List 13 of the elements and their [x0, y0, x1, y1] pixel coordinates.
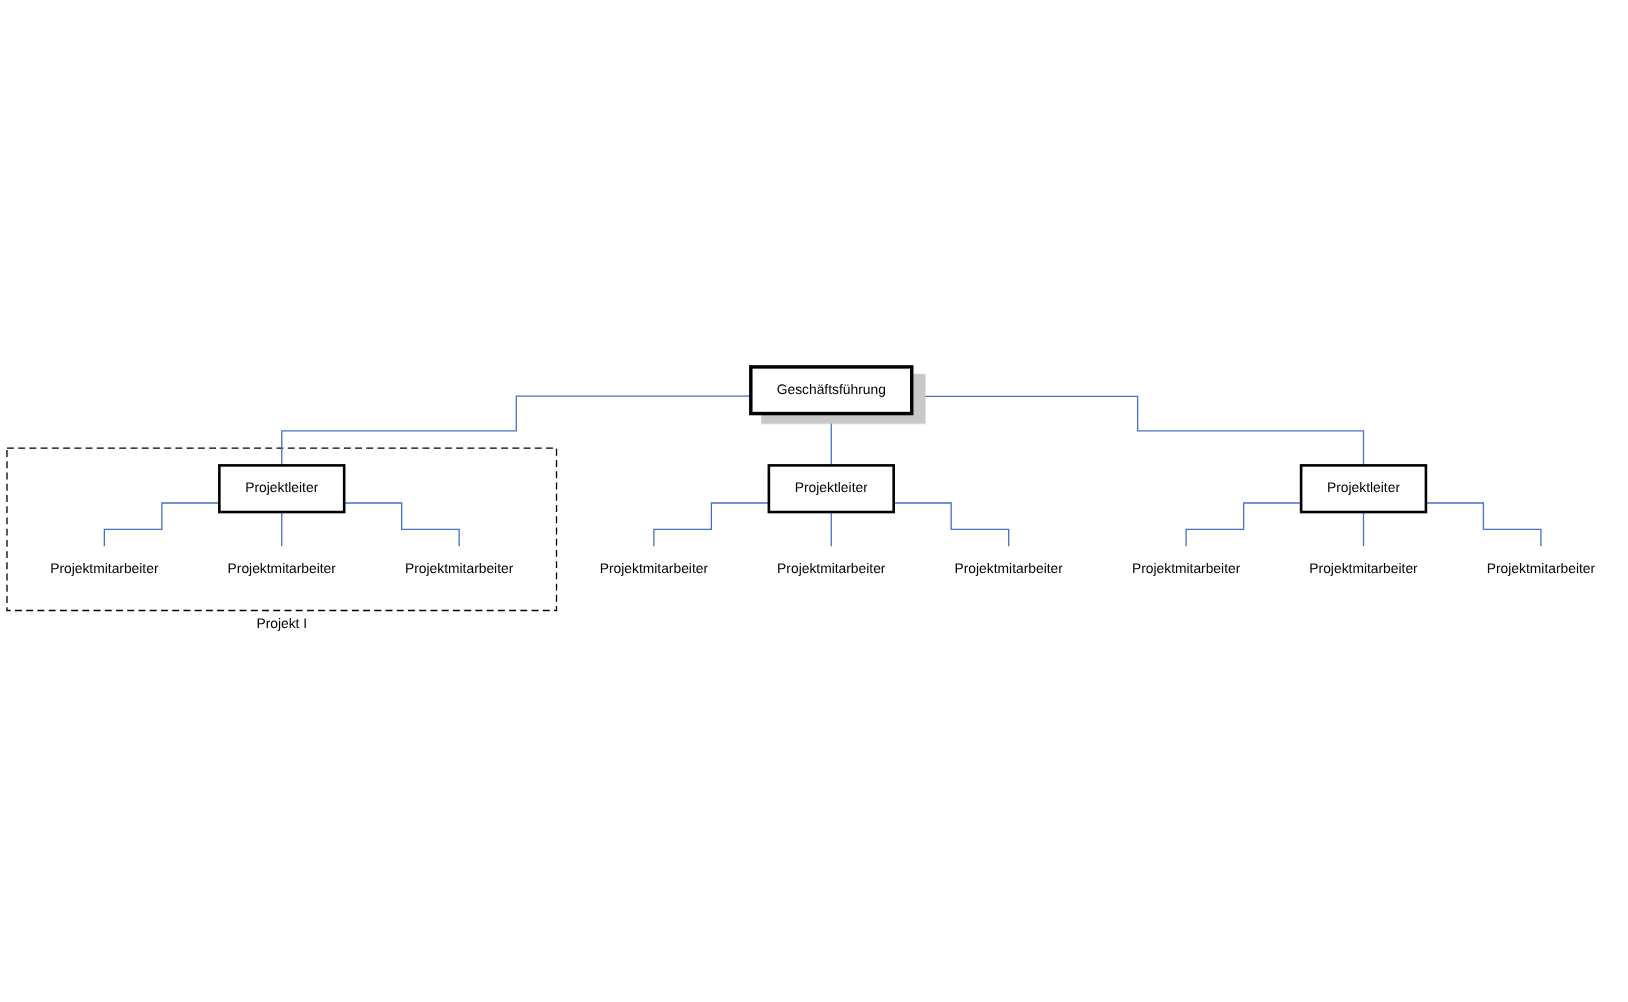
- connector: [830, 510, 832, 547]
- connector: [1362, 510, 1365, 547]
- connector: [893, 501, 1010, 547]
- connector: [281, 510, 283, 547]
- connector: [911, 395, 1365, 466]
- connector: [1185, 501, 1302, 547]
- connector: [830, 412, 832, 466]
- connector: [1425, 501, 1542, 547]
- connector: [653, 501, 770, 547]
- connector: [281, 394, 752, 466]
- connector: [343, 501, 460, 547]
- connector: [103, 501, 220, 547]
- cluster: [6, 446, 558, 611]
